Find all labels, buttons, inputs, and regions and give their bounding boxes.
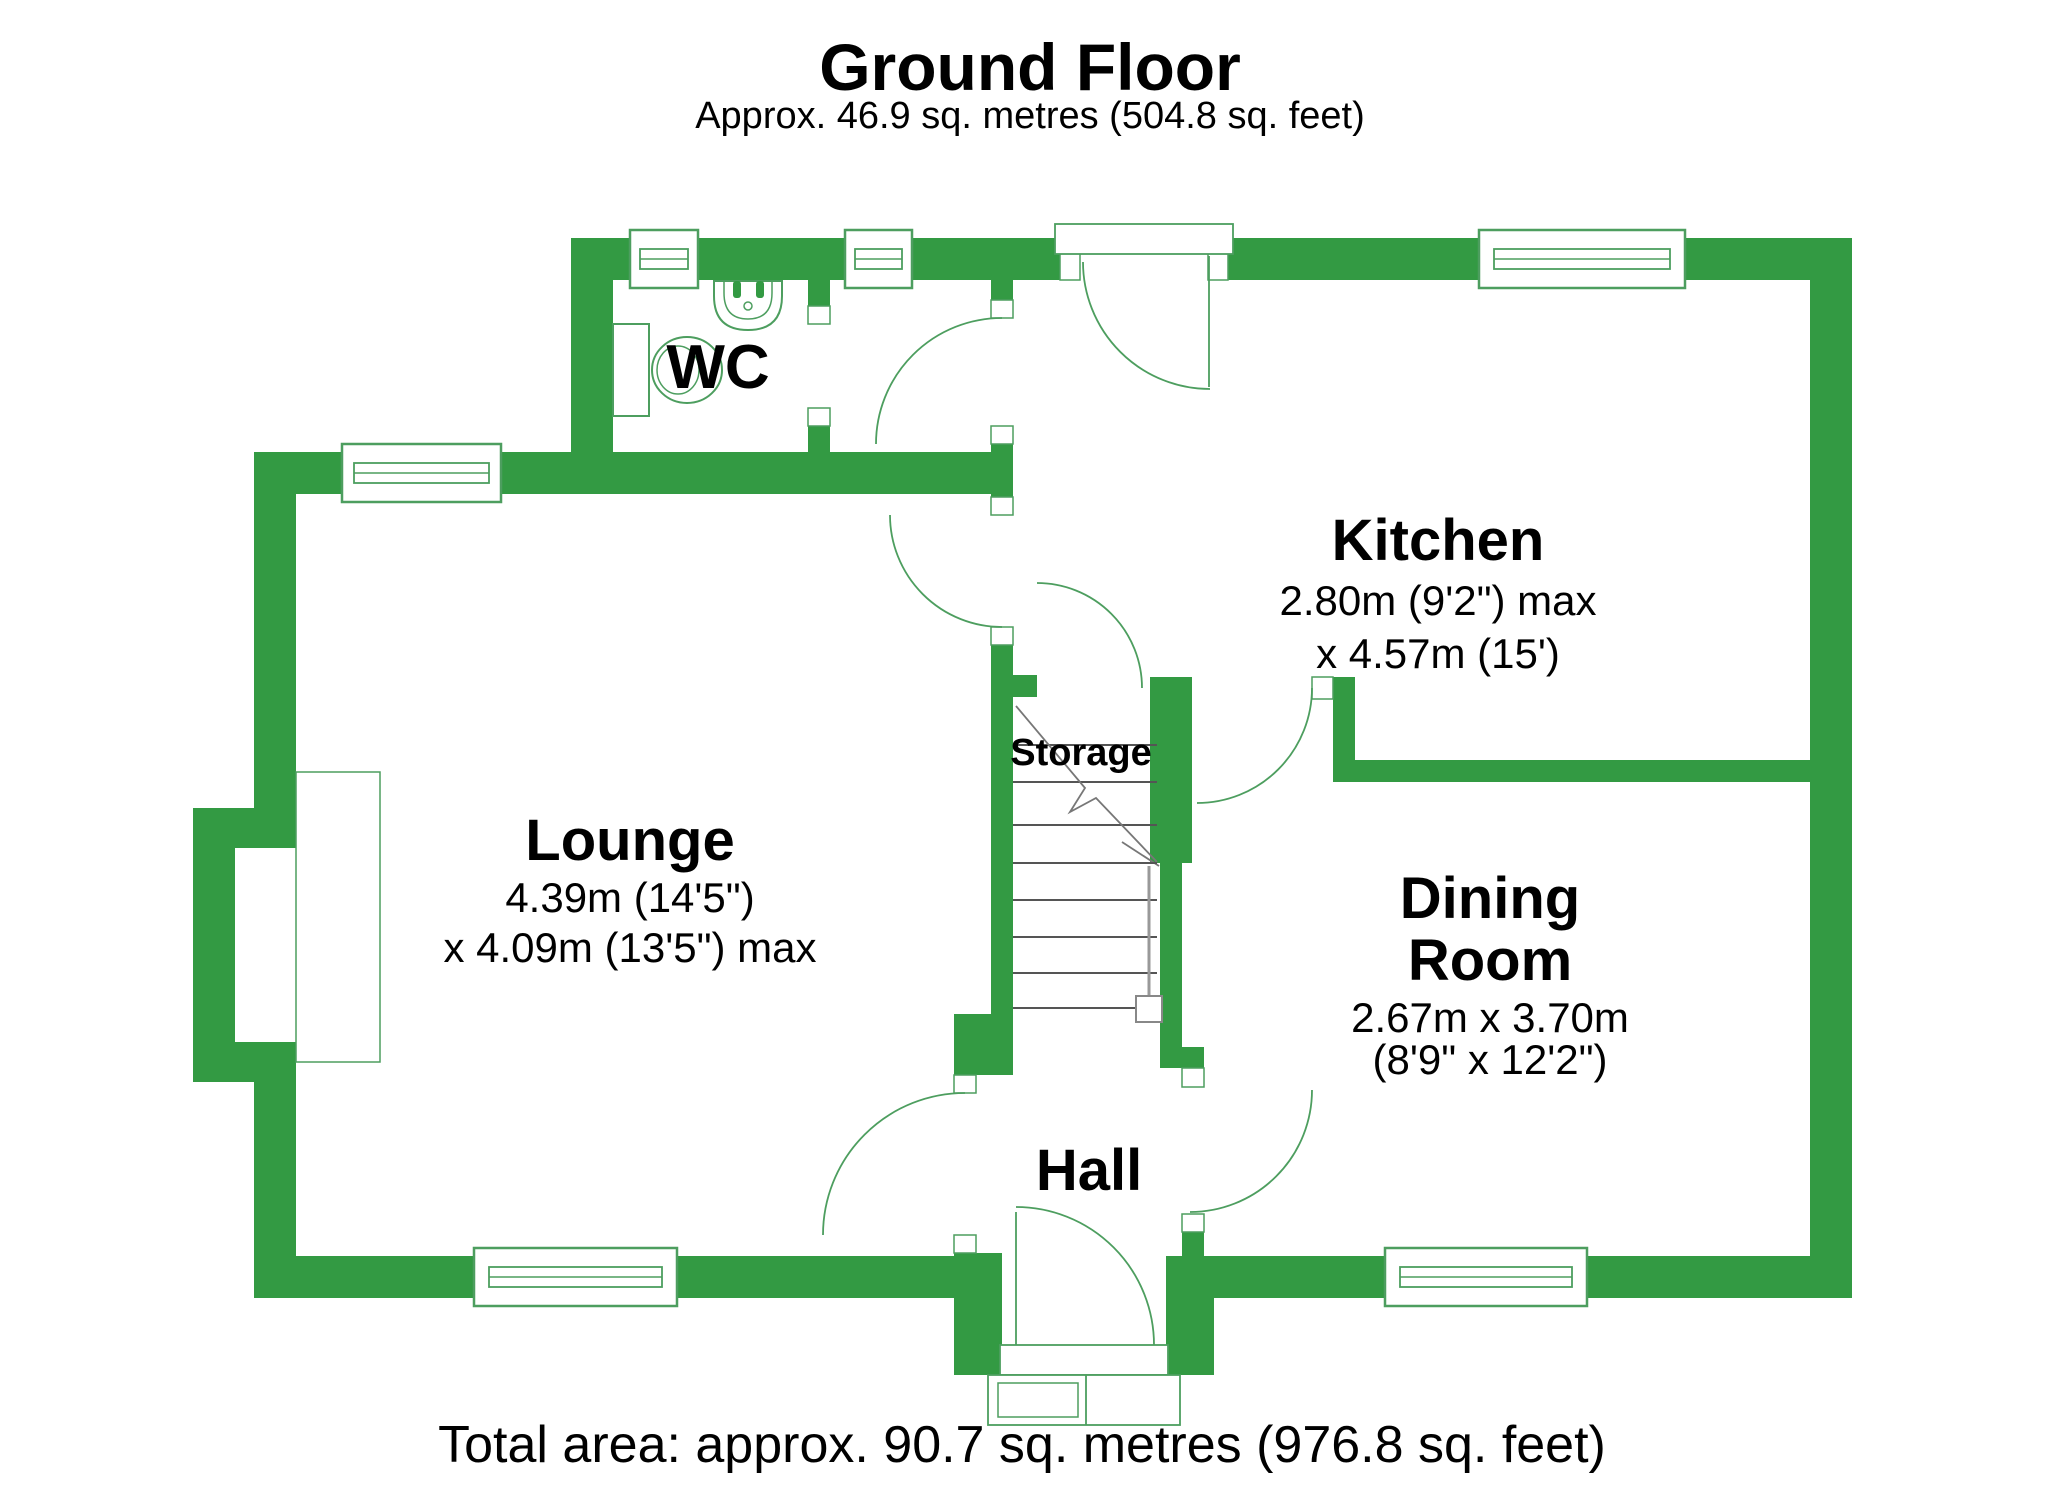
toilet-cistern xyxy=(612,323,650,417)
basin-inner xyxy=(723,281,773,320)
walls xyxy=(193,238,1852,1375)
room-label-lounge: Lounge xyxy=(525,808,734,873)
chimney-breast xyxy=(295,771,381,1063)
basin-tap-icon xyxy=(733,281,741,298)
toilet-bowl-inner xyxy=(656,345,700,395)
wall-dining-corner xyxy=(1333,677,1355,782)
wall-bay-bottom xyxy=(193,1042,296,1082)
wall-spine-stub xyxy=(991,280,1013,300)
wall-wc-right-upper xyxy=(808,280,830,306)
room-label-dining-2: Room xyxy=(1408,928,1572,993)
basin-drain xyxy=(743,301,753,311)
jamb-lobby-top xyxy=(990,299,1014,319)
jamb-hall-lounge-top xyxy=(953,1074,977,1094)
room-labels: WC Kitchen 2.80m (9'2") max x 4.57m (15'… xyxy=(443,333,1628,1203)
wc-basin xyxy=(713,280,783,332)
wall-storage-right xyxy=(1150,677,1192,863)
basin-tap-icon xyxy=(756,281,764,298)
lounge-hall-door-arc xyxy=(822,1092,966,1236)
room-label-wc: WC xyxy=(666,333,769,402)
dining-entry-door-arc xyxy=(1196,687,1313,804)
room-dim-kitchen-1: 2.80m (9'2") max xyxy=(1279,577,1596,624)
door-jambs xyxy=(807,251,1334,1254)
window-dining-bottom xyxy=(1383,1246,1589,1308)
back-door-arc xyxy=(1082,261,1211,390)
front-door-opening xyxy=(999,1344,1169,1376)
lounge-corridor-door-arc xyxy=(889,514,1003,628)
basin-outer xyxy=(713,280,783,332)
wall-storage-door-post xyxy=(1013,675,1037,697)
wall-spine-mid xyxy=(991,444,1013,497)
stair-newel-post xyxy=(1135,995,1163,1023)
room-label-hall: Hall xyxy=(1036,1138,1142,1203)
wall-bottom-a xyxy=(254,1256,474,1298)
wall-wc-right-lower xyxy=(808,426,830,494)
doors xyxy=(822,223,1313,1426)
room-dim-lounge-1: 4.39m (14'5") xyxy=(505,874,754,921)
room-dim-kitchen-2: x 4.57m (15') xyxy=(1316,630,1560,677)
wall-top-c xyxy=(912,238,1060,280)
staircase xyxy=(1013,705,1163,1023)
wall-top-b xyxy=(698,238,845,280)
room-dim-lounge-2: x 4.09m (13'5") max xyxy=(443,924,816,971)
windows xyxy=(340,228,1687,1308)
room-dim-dining-2: (8'9" x 12'2") xyxy=(1373,1036,1608,1083)
wall-spine-stairs-left xyxy=(991,645,1013,1014)
wall-porch-left xyxy=(954,1253,1002,1375)
wall-spine-jog xyxy=(954,1014,1013,1075)
wc-toilet xyxy=(612,323,723,417)
front-door-arc xyxy=(1015,1206,1155,1346)
toilet-bowl-outer xyxy=(651,336,723,404)
wall-top-d xyxy=(1228,238,1479,280)
jamb-lobby-bottom xyxy=(990,425,1014,445)
jamb-hall-dining-bottom xyxy=(1181,1213,1205,1233)
stair-break-line xyxy=(1015,705,1158,863)
wall-hall-dining-step xyxy=(1160,1047,1204,1068)
wall-bay-outer xyxy=(193,808,235,1082)
lobby-kitchen-door-arc xyxy=(875,317,1003,445)
window-lounge-bottom xyxy=(472,1246,679,1308)
wall-wc-left xyxy=(571,238,613,494)
wall-hall-dining xyxy=(1160,863,1182,1047)
page-title: Ground Floor xyxy=(819,30,1241,104)
hall-dining-door-arc xyxy=(1189,1089,1313,1213)
page-subtitle: Approx. 46.9 sq. metres (504.8 sq. feet) xyxy=(695,95,1365,137)
jamb-wc-bottom xyxy=(807,407,831,427)
jamb-backdoor-right xyxy=(1207,251,1229,281)
room-dim-dining-1: 2.67m x 3.70m xyxy=(1351,994,1629,1041)
total-area-text: Total area: approx. 90.7 sq. metres (976… xyxy=(438,1416,1606,1474)
jamb-lounge-door-top xyxy=(990,496,1014,516)
room-label-kitchen: Kitchen xyxy=(1332,508,1545,573)
wall-porch-right xyxy=(1166,1256,1214,1375)
front-door-sidelight xyxy=(997,1382,1079,1418)
window-lounge-top xyxy=(340,442,503,504)
wall-bottom-b xyxy=(677,1256,954,1298)
jamb-hall-lounge-bottom xyxy=(953,1234,977,1254)
window-lobby xyxy=(843,228,914,290)
window-kitchen xyxy=(1477,228,1687,290)
jamb-hall-dining-top xyxy=(1181,1067,1205,1088)
room-label-dining-1: Dining xyxy=(1400,866,1580,931)
wall-kitchen-dining xyxy=(1333,760,1810,782)
jamb-backdoor-left xyxy=(1059,251,1081,281)
wall-lounge-top-b xyxy=(501,452,1013,494)
room-label-storage: Storage xyxy=(1010,732,1151,774)
window-wc xyxy=(628,228,700,290)
jamb-dining-entry xyxy=(1311,676,1334,700)
fixtures xyxy=(295,280,783,1063)
jamb-lounge-door-bottom xyxy=(990,626,1014,646)
wall-hall-dining-stub xyxy=(1182,1232,1204,1256)
wall-right xyxy=(1810,238,1852,1298)
jamb-wc-top xyxy=(807,305,831,325)
wall-left-upper xyxy=(254,452,296,848)
storage-door-arc xyxy=(1036,582,1143,689)
wall-bottom-d xyxy=(1587,1256,1852,1298)
back-door-leaf xyxy=(1054,223,1234,255)
